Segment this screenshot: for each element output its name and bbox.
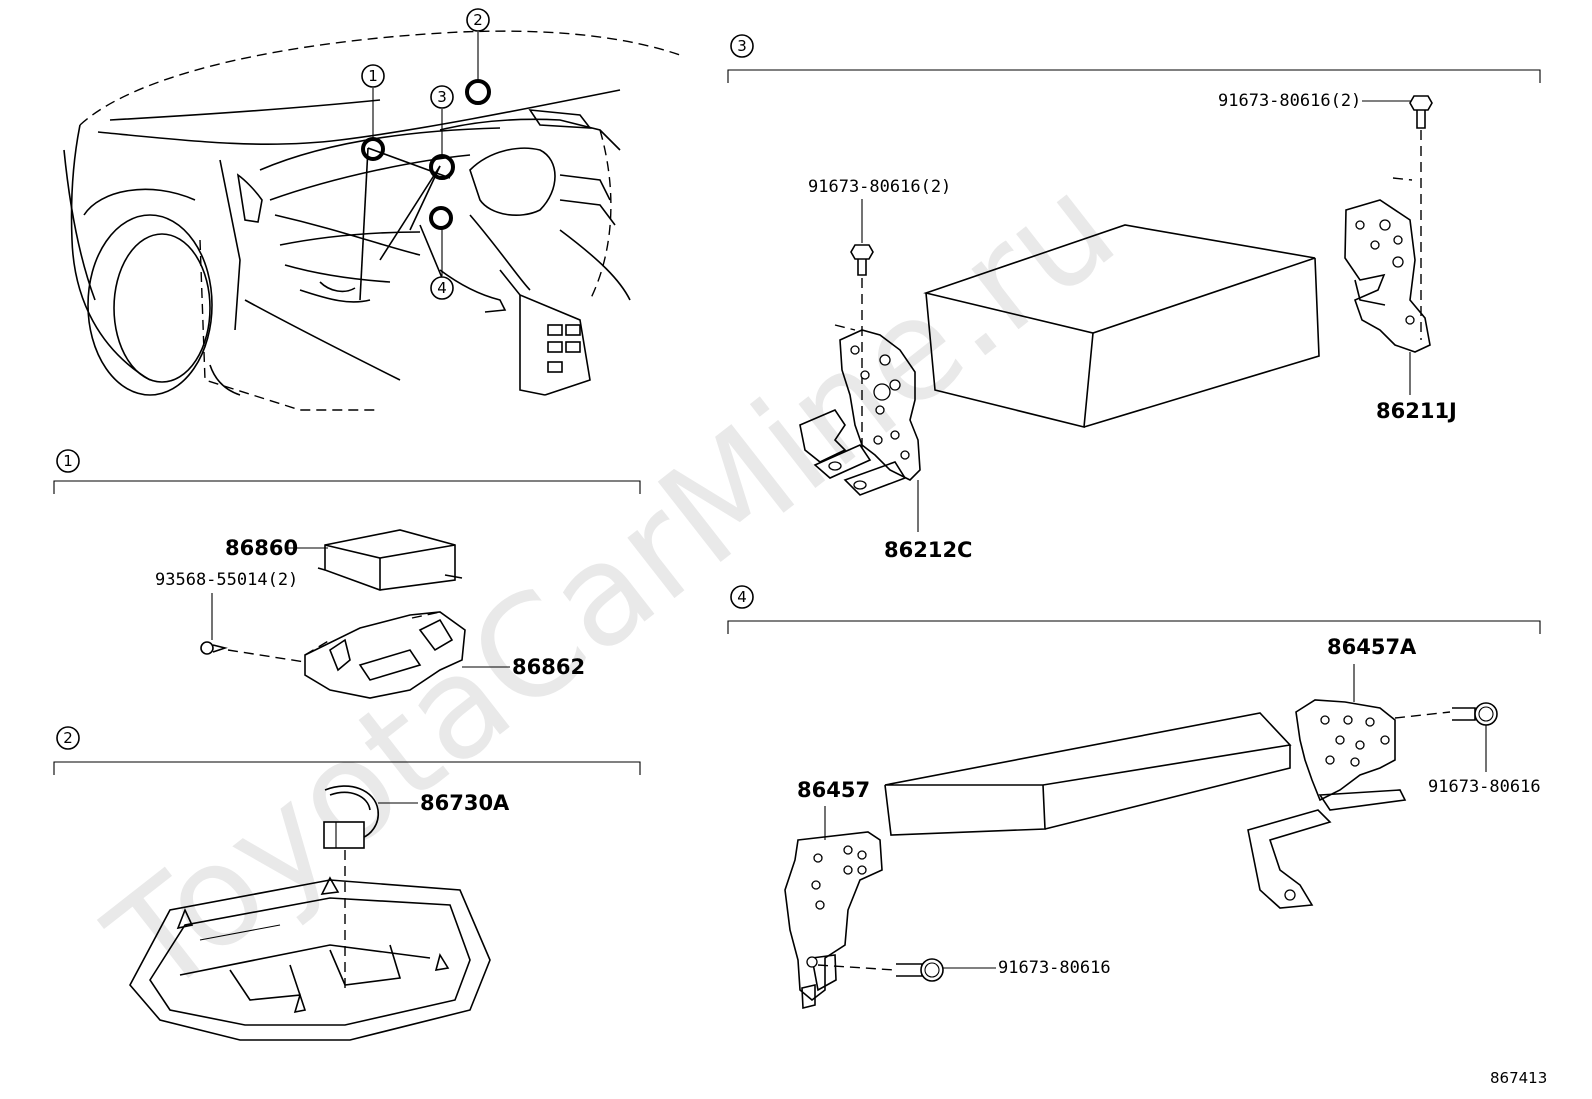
section-1: 1 86860 93568-55014(2) 8 (53, 449, 641, 699)
svg-text:4: 4 (437, 279, 447, 297)
label-bolt-right-91673: 91673-80616(2) (1218, 91, 1361, 111)
part-86211J (1344, 177, 1431, 353)
label-93568-55014: 93568-55014(2) (155, 570, 298, 590)
part-86457 (784, 831, 883, 1010)
section-3: 3 91673-80616(2) 91673-80616(2) (727, 34, 1541, 562)
diagram-code: 867413 (1490, 1069, 1547, 1087)
callout-4: 4 (430, 276, 454, 300)
section-2: 2 86730A (53, 726, 641, 1041)
callout-1: 1 (361, 64, 385, 88)
svg-text:1: 1 (368, 67, 378, 85)
callout-3: 3 (430, 85, 454, 109)
bolt-right (1409, 95, 1433, 129)
part-86212C (799, 324, 921, 496)
navigation-unit-box (923, 224, 1320, 429)
part-86730A (323, 785, 380, 849)
svg-text:2: 2 (63, 729, 73, 747)
part-86862 (304, 611, 466, 699)
label-bolt-left-91673: 91673-80616(2) (808, 177, 951, 197)
section-4: 4 86457A (727, 585, 1541, 1010)
label-bolt-right-91673-s4: 91673-80616 (1428, 777, 1541, 797)
label-86212C: 86212C (884, 538, 972, 562)
svg-text:3: 3 (437, 88, 447, 106)
bolt-left (850, 244, 874, 276)
callout-2: 2 (466, 8, 490, 32)
label-bolt-bottom-91673: 91673-80616 (998, 958, 1111, 978)
svg-text:3: 3 (737, 37, 747, 55)
part-86860 (317, 529, 463, 591)
svg-text:1: 1 (63, 452, 73, 470)
part-86457A (1247, 699, 1407, 909)
svg-text:2: 2 (473, 11, 483, 29)
bolt-86457-side (896, 958, 944, 982)
label-86862: 86862 (512, 655, 585, 679)
label-86860: 86860 (225, 536, 298, 560)
label-86457A: 86457A (1327, 635, 1417, 659)
part-93568-55014-bolt (200, 641, 228, 655)
overhead-console (129, 876, 491, 1041)
overview-illustration (63, 30, 681, 411)
svg-text:4: 4 (737, 588, 747, 606)
bolt-86457A-side (1452, 702, 1498, 726)
label-86457: 86457 (797, 778, 870, 802)
label-86211J: 86211J (1376, 399, 1457, 423)
navigation-unit-long (884, 712, 1292, 836)
label-86730A: 86730A (420, 791, 510, 815)
